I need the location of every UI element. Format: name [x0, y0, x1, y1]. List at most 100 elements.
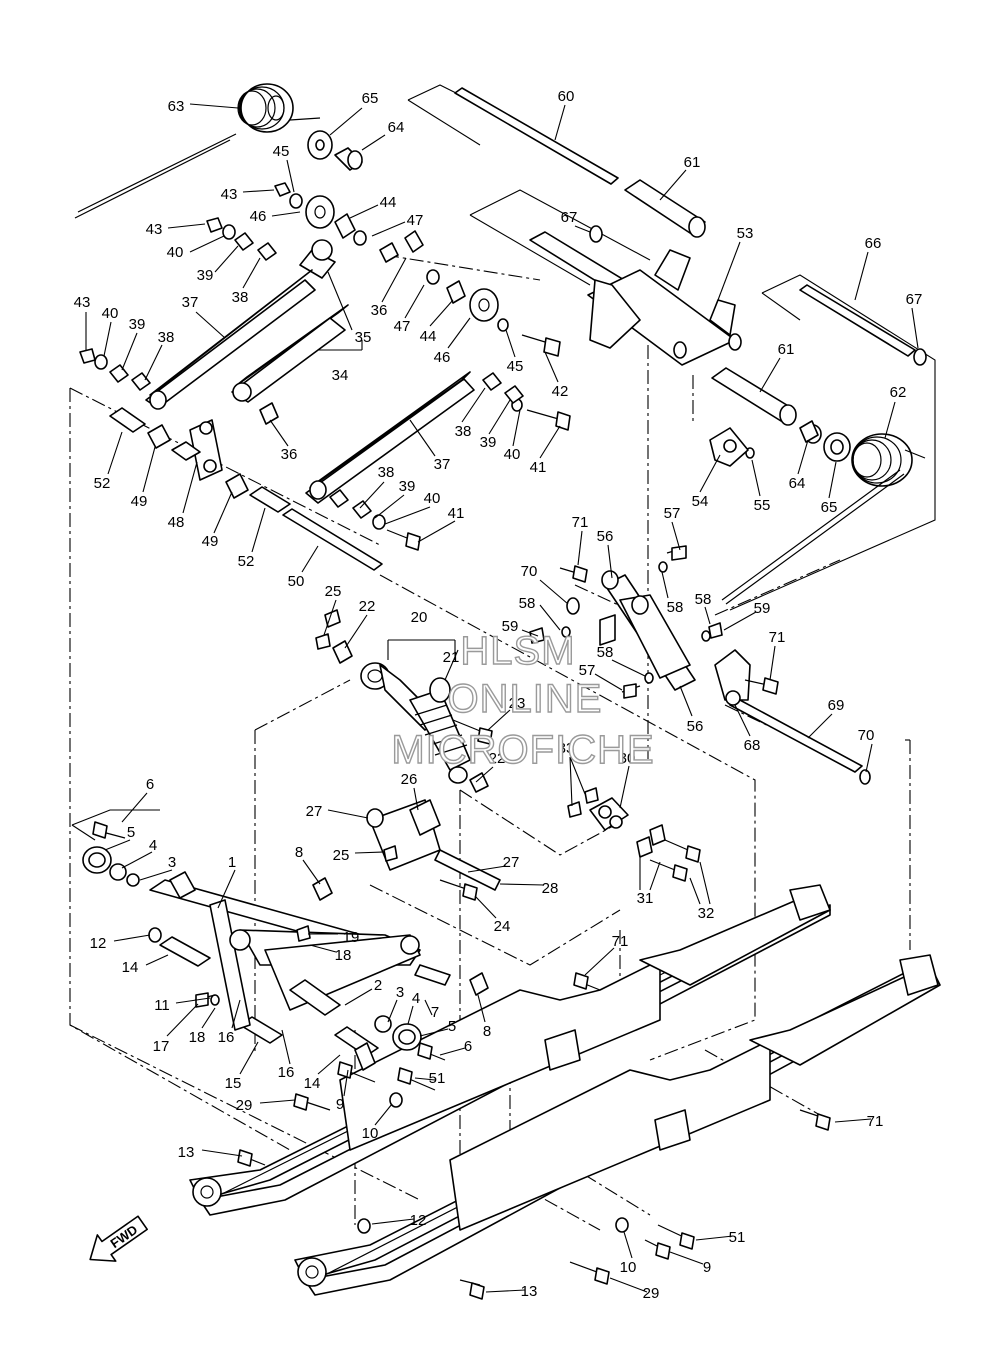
slide-rail-left [189, 884, 831, 1216]
pivot-30 [589, 797, 629, 831]
callout-38: 38 [158, 329, 175, 346]
callout-67: 67 [561, 209, 578, 226]
callout-16: 16 [278, 1064, 295, 1081]
callout-27: 27 [503, 854, 520, 871]
callout-68: 68 [744, 737, 761, 754]
callout-38: 38 [232, 289, 249, 306]
callout-39: 39 [197, 267, 214, 284]
callout-6: 6 [464, 1038, 472, 1055]
callout-70: 70 [521, 563, 538, 580]
callout-64: 64 [388, 119, 405, 136]
callout-58: 58 [597, 644, 614, 661]
callout-20: 20 [411, 609, 428, 626]
callout-66: 66 [865, 235, 882, 252]
leader-lines [85, 103, 919, 1293]
callout-3: 3 [396, 984, 404, 1001]
callout-13: 13 [178, 1144, 195, 1161]
callout-58: 58 [667, 599, 684, 616]
callout-29: 29 [236, 1097, 253, 1114]
forward-direction-arrow: FWD [89, 1215, 148, 1262]
callout-13: 13 [521, 1283, 538, 1300]
callout-23: 23 [509, 695, 526, 712]
callout-43: 43 [221, 186, 238, 203]
callout-61: 61 [684, 154, 701, 171]
callout-64: 64 [789, 475, 806, 492]
callout-22: 22 [359, 598, 376, 615]
callout-55: 55 [754, 497, 771, 514]
callout-10: 10 [362, 1125, 379, 1142]
callout-54: 54 [692, 493, 709, 510]
callout-58: 58 [695, 591, 712, 608]
callout-17: 17 [153, 1038, 170, 1055]
callout-60: 60 [558, 88, 575, 105]
callout-47: 47 [407, 212, 424, 229]
callout-12: 12 [90, 935, 107, 952]
callout-63: 63 [168, 98, 185, 115]
callout-59: 59 [754, 600, 771, 617]
callout-10: 10 [620, 1259, 637, 1276]
callout-14: 14 [122, 959, 139, 976]
callout-18: 18 [335, 947, 352, 964]
callout-40: 40 [102, 305, 119, 322]
callout-31: 31 [637, 890, 654, 907]
callout-22: 22 [489, 750, 506, 767]
rear-arm-53 [529, 231, 742, 366]
callout-29: 29 [643, 1285, 660, 1302]
callout-42: 42 [552, 383, 569, 400]
watermark: HLSM ONLINE MICROFICHE [391, 628, 655, 772]
callout-46: 46 [250, 208, 267, 225]
callout-40: 40 [504, 446, 521, 463]
callout-39: 39 [399, 478, 416, 495]
callout-57: 57 [664, 505, 681, 522]
watermark-line-1: HLSM [460, 629, 575, 673]
callout-6: 6 [146, 776, 154, 793]
callout-67: 67 [906, 291, 923, 308]
rear-shock-34 [231, 239, 349, 403]
callout-47: 47 [394, 318, 411, 335]
callout-43: 43 [74, 294, 91, 311]
callout-58: 58 [519, 595, 536, 612]
callout-4: 4 [412, 990, 420, 1007]
callout-56: 56 [597, 528, 614, 545]
callout-45: 45 [273, 143, 290, 160]
callout-15: 15 [225, 1075, 242, 1092]
callout-40: 40 [167, 244, 184, 261]
callout-35: 35 [355, 329, 372, 346]
callout-44: 44 [420, 328, 437, 345]
coil-spring-62 [721, 433, 926, 605]
callout-59: 59 [502, 618, 519, 635]
callout-12: 12 [410, 1212, 427, 1229]
callout-8: 8 [295, 844, 303, 861]
callout-69: 69 [828, 697, 845, 714]
callout-32: 32 [698, 905, 715, 922]
callout-18: 18 [189, 1029, 206, 1046]
callout-33: 33 [558, 740, 575, 757]
pivot-26 [366, 799, 501, 891]
callout-41: 41 [448, 505, 465, 522]
callout-45: 45 [507, 358, 524, 375]
link-56 [599, 570, 751, 706]
callout-37: 37 [182, 294, 199, 311]
callout-50: 50 [288, 573, 305, 590]
callout-39: 39 [480, 434, 497, 451]
callout-9: 9 [703, 1259, 711, 1276]
callout-25: 25 [333, 847, 350, 864]
callout-24: 24 [494, 918, 511, 935]
callout-43: 43 [146, 221, 163, 238]
link-rods-37 [145, 242, 475, 504]
callout-7: 7 [431, 1004, 439, 1021]
callout-41: 41 [530, 459, 547, 476]
callout-5: 5 [127, 824, 135, 841]
callout-3: 3 [168, 854, 176, 871]
callout-56: 56 [687, 718, 704, 735]
callout-71: 71 [867, 1113, 884, 1130]
callout-36: 36 [371, 302, 388, 319]
callout-9: 9 [336, 1096, 344, 1113]
bracket-guides [71, 84, 936, 841]
callout-70: 70 [858, 727, 875, 744]
callout-51: 51 [429, 1070, 446, 1087]
watermark-line-3: MICROFICHE [391, 728, 654, 772]
callout-5: 5 [448, 1018, 456, 1035]
watermark-line-2: ONLINE [448, 677, 603, 721]
